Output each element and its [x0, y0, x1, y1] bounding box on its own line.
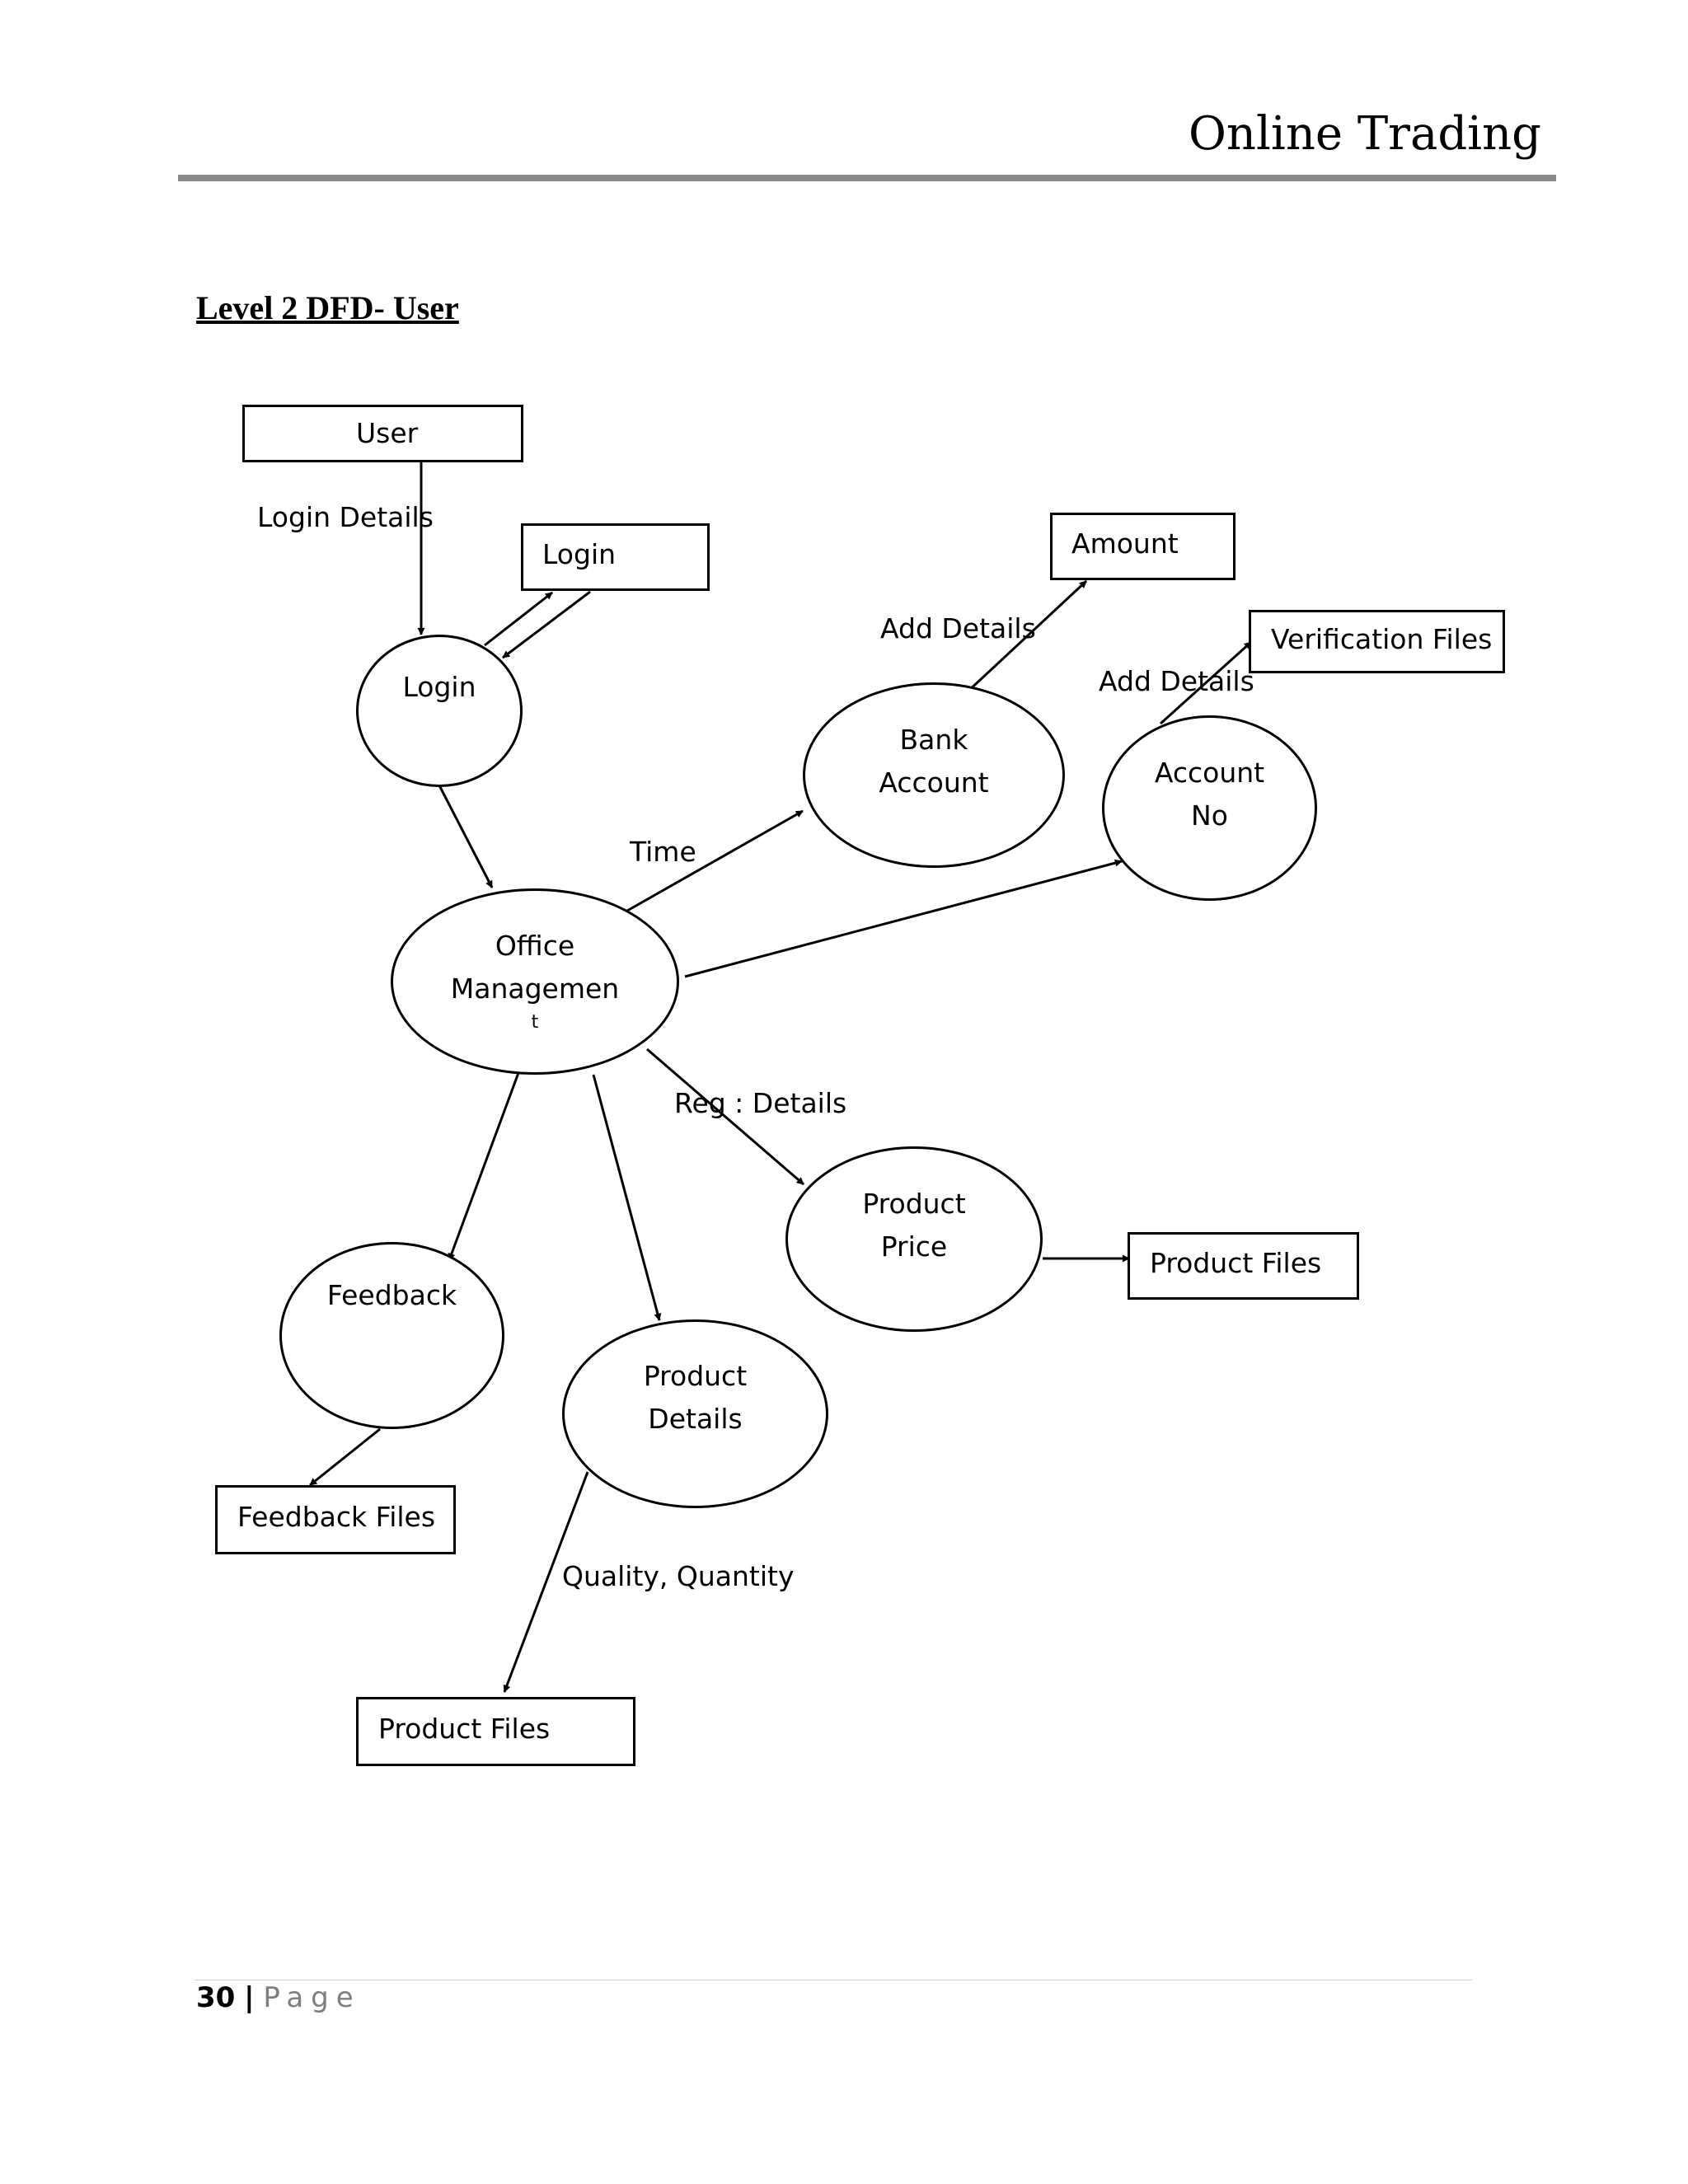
document-header-title: Online Trading	[1189, 107, 1541, 161]
arrow-office-to-account-no	[684, 859, 1123, 978]
arrow-office-to-bank	[626, 809, 804, 912]
footer-separator: |	[244, 1981, 255, 2014]
process-office-management	[391, 888, 679, 1075]
store-login: Login	[521, 523, 710, 591]
store-product-files-bottom: Product Files	[356, 1697, 635, 1766]
process-account-no	[1102, 715, 1317, 901]
arrow-login-to-office	[438, 785, 494, 888]
store-verification-files: Verification Files	[1249, 610, 1505, 673]
flow-label-reg-details: Reg : Details	[674, 1087, 847, 1119]
section-title: Level 2 DFD- User	[196, 289, 459, 326]
page-number: 30	[196, 1981, 236, 2014]
process-product-price	[785, 1146, 1043, 1332]
process-feedback	[279, 1242, 504, 1429]
arrow-office-to-product-price	[646, 1047, 804, 1186]
arrow-office-to-feedback	[448, 1063, 523, 1261]
store-product-files-right: Product Files	[1128, 1232, 1359, 1300]
process-bank-account	[803, 682, 1065, 868]
flow-label-add-details-amount: Add Details	[880, 612, 1036, 644]
flow-label-login-details: Login Details	[257, 501, 434, 533]
arrow-login-store-to-login	[502, 590, 591, 659]
process-product-details	[562, 1319, 828, 1508]
arrow-feedback-to-files	[309, 1427, 381, 1487]
flow-label-quality-quantity: Quality, Quantity	[562, 1560, 795, 1592]
store-feedback-files: Feedback Files	[215, 1485, 456, 1554]
arrow-bank-to-amount	[964, 579, 1088, 695]
arrow-product-details-to-files	[503, 1471, 589, 1693]
process-login	[356, 635, 523, 787]
page-footer: 30 | Page	[196, 1981, 361, 2014]
arrow-login-to-login-store	[484, 591, 553, 647]
header-rule	[178, 175, 1556, 181]
page-label: Page	[263, 1981, 361, 2014]
arrow-account-to-verification	[1159, 640, 1253, 725]
flow-label-time: Time	[630, 836, 696, 868]
arrow-office-to-product-details	[592, 1074, 662, 1321]
flow-label-add-details-verification: Add Details	[1099, 665, 1254, 697]
store-amount: Amount	[1050, 513, 1236, 580]
entity-user: User	[242, 405, 523, 462]
